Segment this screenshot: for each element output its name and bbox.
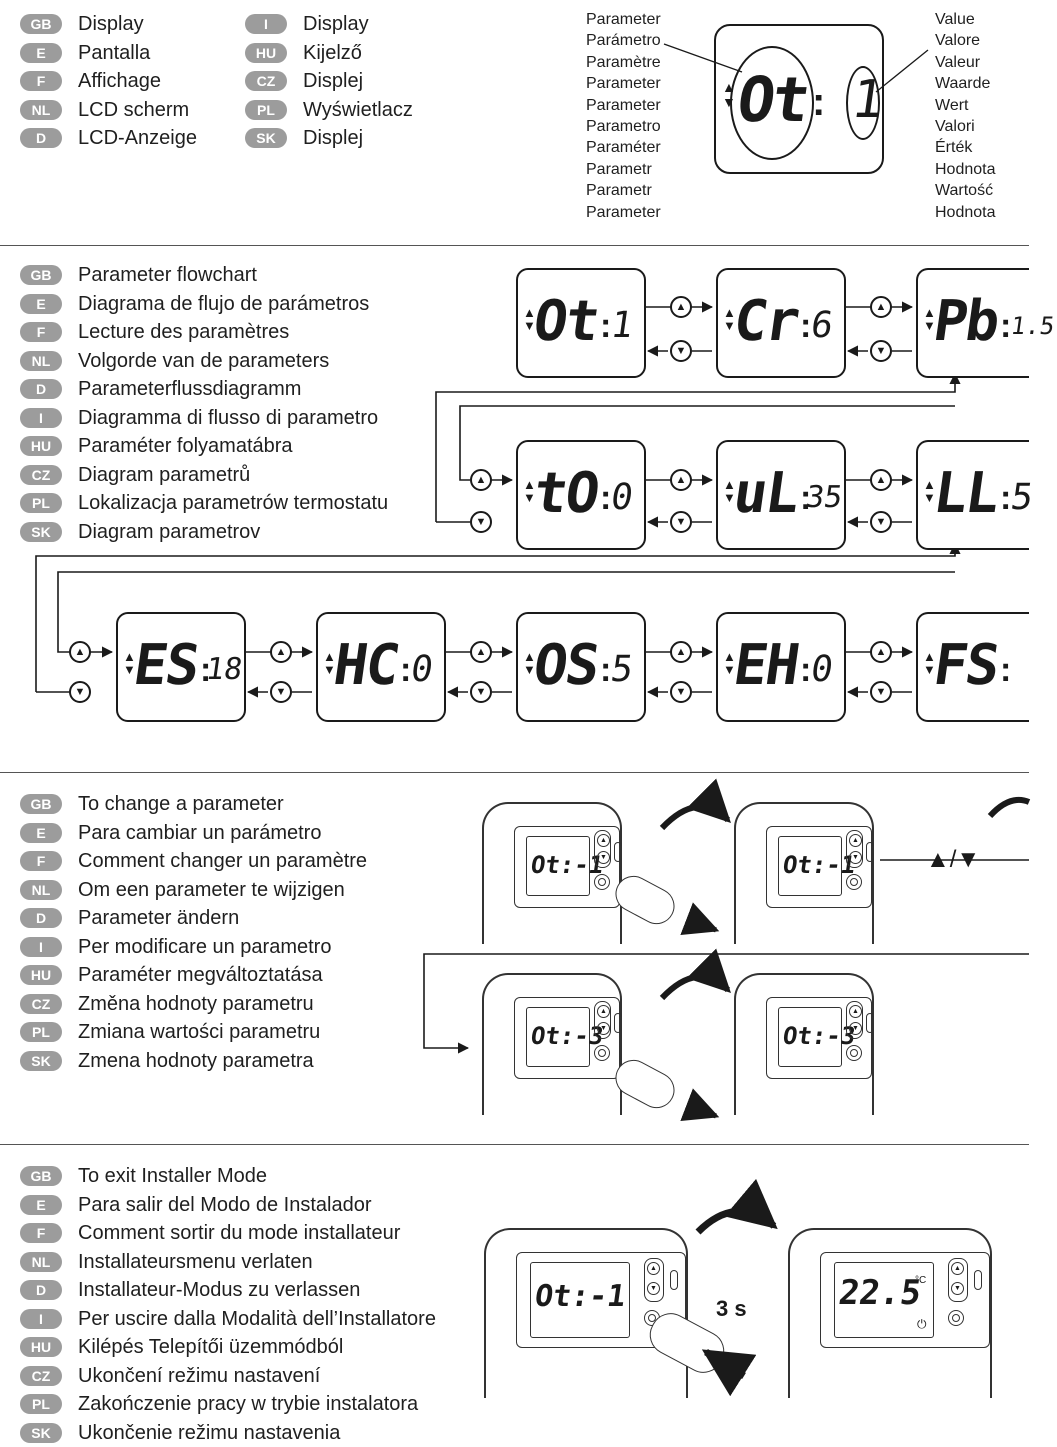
lcd-screen-hc: ▲▼ HC : 0 — [316, 612, 446, 722]
lcd-screen-eh: ▲▼ EH : 0 — [716, 612, 846, 722]
list-item: SK Ukončenie režimu nastavenia — [20, 1419, 470, 1447]
parameter-value: 0 — [408, 650, 435, 690]
lcd-screen-ul: ▲▼ uL : 35 — [716, 440, 846, 550]
press-arrow-icon — [690, 1106, 716, 1116]
parameter-value: 1 — [608, 306, 635, 346]
down-arrow-icon: ▼ — [870, 340, 892, 362]
press-arrow-icon — [690, 920, 716, 930]
language-text: To exit Installer Mode — [78, 1162, 267, 1191]
parameter-value: 35 — [803, 478, 845, 518]
callout-lines — [0, 0, 1029, 240]
up-arrow-icon: ▲ — [870, 296, 892, 318]
lcd-screen-cr: ▲▼ Cr : 6 — [716, 268, 846, 378]
parameter-code: ES — [130, 636, 202, 696]
parameter-code: Pb — [930, 292, 1002, 352]
parameter-code: uL — [730, 464, 802, 524]
section-divider — [0, 245, 1029, 246]
parameter-code: Ot — [530, 292, 602, 352]
lcd-screen-ll: ▲▼ LL : 5 — [916, 440, 1029, 550]
parameter-code: OS — [530, 636, 602, 696]
down-arrow-icon: ▼ — [470, 511, 492, 533]
parameter-value: 5 — [1008, 478, 1035, 518]
down-arrow-icon: ▼ — [870, 511, 892, 533]
parameter-code: HC — [330, 636, 402, 696]
down-arrow-icon: ▼ — [270, 681, 292, 703]
section-divider — [0, 1144, 1029, 1145]
parameter-value: 1.5 — [1008, 306, 1057, 346]
up-arrow-icon: ▲ — [470, 641, 492, 663]
down-arrow-icon: ▼ — [69, 681, 91, 703]
up-arrow-icon: ▲ — [670, 641, 692, 663]
up-arrow-icon: ▲ — [470, 469, 492, 491]
lcd-screen-to: ▲▼ tO : 0 — [516, 440, 646, 550]
press-arrow-icon — [706, 1352, 744, 1376]
parameter-code: tO — [530, 464, 602, 524]
parameter-value: 6 — [808, 306, 835, 346]
lcd-screen-ot: ▲▼ Ot : 1 — [516, 268, 646, 378]
section-divider — [0, 772, 1029, 773]
down-arrow-icon: ▼ — [470, 681, 492, 703]
lcd-screen-fs: ▲▼ FS : — [916, 612, 1029, 722]
up-arrow-icon: ▲ — [69, 641, 91, 663]
language-badge: GB — [20, 1166, 62, 1186]
parameter-value: 18 — [203, 650, 245, 690]
up-arrow-icon: ▲ — [870, 469, 892, 491]
list-item: GB To exit Installer Mode — [20, 1162, 470, 1191]
parameter-code: Cr — [730, 292, 802, 352]
language-text: Zakończenie pracy w trybie instalatora — [78, 1390, 418, 1419]
list-item: PL Zakończenie pracy w trybie instalatora — [20, 1390, 470, 1419]
lcd-screen-os: ▲▼ OS : 5 — [516, 612, 646, 722]
lcd-screen-pb: ▲▼ Pb : 1.5 — [916, 268, 1029, 378]
lcd-screen-es: ▲▼ ES : 18 — [116, 612, 246, 722]
step-arrow-icon — [990, 800, 1029, 816]
parameter-value: 0 — [808, 650, 835, 690]
up-arrow-icon: ▲ — [270, 641, 292, 663]
down-arrow-icon: ▼ — [670, 681, 692, 703]
down-arrow-icon: ▼ — [670, 340, 692, 362]
exit-arrows — [0, 1190, 1029, 1390]
parameter-code: LL — [930, 464, 1002, 524]
language-badge: PL — [20, 1394, 62, 1414]
step-arrow-icon — [662, 977, 728, 998]
parameter-value: 0 — [608, 478, 635, 518]
change-arrows — [0, 780, 1029, 1130]
up-arrow-icon: ▲ — [670, 296, 692, 318]
parameter-code: EH — [730, 636, 802, 696]
down-arrow-icon: ▼ — [870, 681, 892, 703]
up-arrow-icon: ▲ — [670, 469, 692, 491]
parameter-callout-line — [664, 44, 742, 72]
up-down-symbol: ▲/▼ — [926, 846, 980, 874]
step-arrow-icon — [662, 807, 728, 828]
colon: : — [1000, 650, 1011, 690]
step-arrow-icon — [698, 1211, 774, 1232]
parameter-code: FS — [930, 636, 1002, 696]
value-callout-line — [876, 50, 928, 92]
parameter-value: 5 — [608, 650, 635, 690]
up-arrow-icon: ▲ — [870, 641, 892, 663]
down-arrow-icon: ▼ — [670, 511, 692, 533]
language-badge: SK — [20, 1423, 62, 1443]
language-text: Ukončenie režimu nastavenia — [78, 1419, 340, 1447]
